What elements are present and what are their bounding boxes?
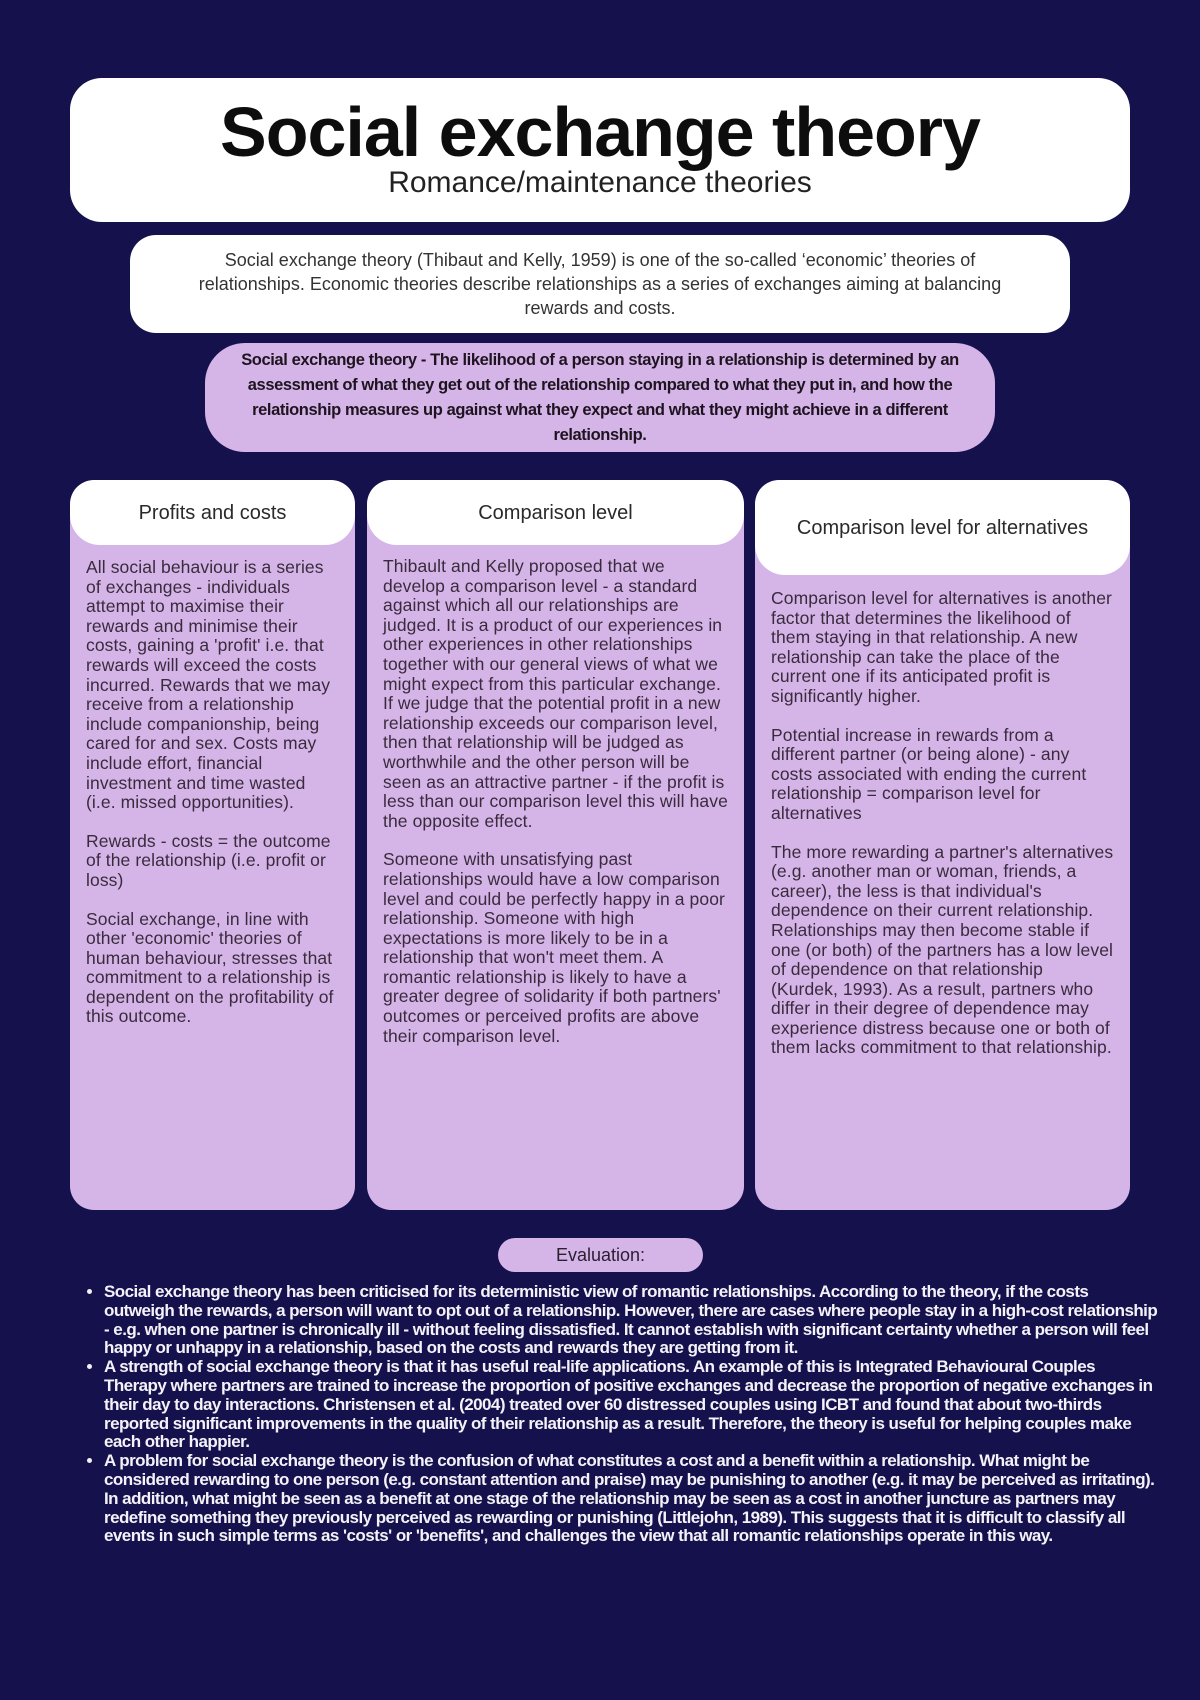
intro-card: Social exchange theory (Thibaut and Kell… [130,235,1070,333]
page-title: Social exchange theory [220,93,981,171]
column-paragraph: All social behaviour is a series of exch… [86,557,331,813]
column-paragraph: Someone with unsatisfying past relations… [383,849,725,1046]
column-paragraph: Social exchange, in line with other 'eco… [86,908,334,1027]
definition-card: Social exchange theory - The likelihood … [205,343,995,452]
column-paragraph: Potential increase in rewards from a dif… [771,724,1087,823]
evaluation-point: A strength of social exchange theory is … [104,1357,1159,1452]
column-paragraph: Thibault and Kelly proposed that we deve… [383,556,728,831]
evaluation-point: A problem for social exchange theory is … [104,1451,1159,1546]
page-subtitle: Romance/maintenance theories [388,166,812,199]
column-paragraph: The more rewarding a partner's alternati… [771,841,1114,1058]
evaluation-list: Social exchange theory has been criticis… [80,1282,1159,1546]
column-heading: Comparison level [367,480,744,545]
column-comparison-level-alternatives: Comparison level for alternatives Compar… [755,480,1130,1210]
column-heading: Profits and costs [70,480,355,545]
evaluation-point: Social exchange theory has been criticis… [104,1282,1159,1358]
intro-text: Social exchange theory (Thibaut and Kell… [198,250,1002,318]
column-profits-and-costs: Profits and costs All social behaviour i… [70,480,355,1210]
column-comparison-level: Comparison level Thibault and Kelly prop… [367,480,744,1210]
column-paragraph: Rewards - costs = the outcome of the rel… [86,830,331,890]
column-paragraph: Comparison level for alternatives is ano… [771,588,1112,706]
column-heading: Comparison level for alternatives [755,480,1130,575]
title-card: Social exchange theory Romance/maintenan… [70,78,1130,222]
evaluation-label: Evaluation: [498,1238,703,1272]
definition-text: Social exchange theory - The likelihood … [241,350,959,444]
